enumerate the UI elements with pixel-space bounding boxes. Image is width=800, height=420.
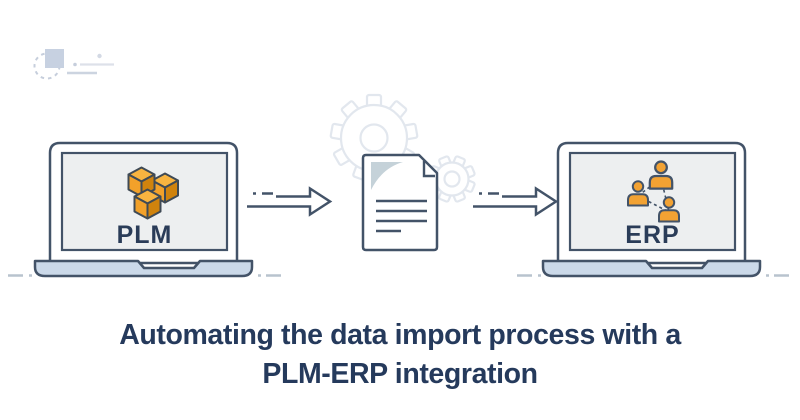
document-icon [361, 153, 439, 252]
erp-label: ERP [625, 221, 680, 249]
small-gear [428, 155, 476, 203]
dashed-arrow-right-icon-left [245, 187, 332, 216]
caption: Automating the data import process with … [0, 316, 800, 394]
abstract-shapes-icon [33, 49, 114, 80]
caption-line-1: Automating the data import process with … [119, 319, 681, 351]
plm-label: PLM [116, 221, 173, 249]
erp-laptop-icon [517, 141, 789, 278]
plm-laptop-icon [8, 141, 281, 278]
dashed-arrow-right-icon-right [471, 187, 558, 216]
people-network-icon [627, 160, 680, 223]
caption-line-2: PLM-ERP integration [262, 358, 538, 390]
